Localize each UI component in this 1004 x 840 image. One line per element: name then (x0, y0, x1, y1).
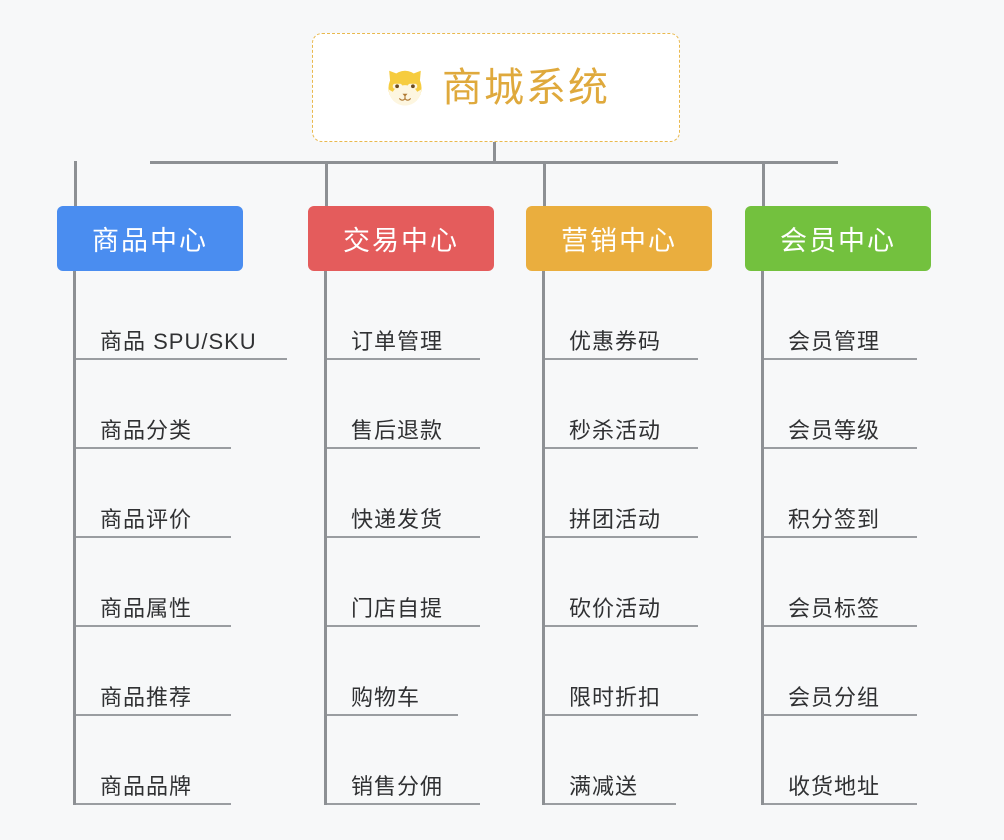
leaf-item[interactable]: 快递发货 (327, 449, 480, 538)
leaf-item-label: 商品分类 (100, 417, 193, 443)
leaf-item-label: 会员管理 (788, 328, 881, 354)
branch-drop-connector (74, 161, 77, 206)
leaf-item[interactable]: 商品属性 (76, 538, 231, 627)
leaf-item-label: 商品评价 (100, 506, 193, 532)
category-box[interactable]: 交易中心 (308, 206, 494, 271)
leaf-item-label: 拼团活动 (569, 506, 662, 532)
leaf-item-label: 优惠券码 (569, 328, 662, 354)
category-box[interactable]: 会员中心 (745, 206, 931, 271)
leaf-item[interactable]: 收货地址 (764, 716, 917, 805)
leaf-item[interactable]: 砍价活动 (545, 538, 698, 627)
leaf-item[interactable]: 拼团活动 (545, 449, 698, 538)
leaf-item[interactable]: 会员分组 (764, 627, 917, 716)
leaf-item[interactable]: 秒杀活动 (545, 360, 698, 449)
leaf-item[interactable]: 购物车 (327, 627, 458, 716)
trunk-vertical-connector (493, 142, 496, 164)
leaf-item[interactable]: 门店自提 (327, 538, 480, 627)
leaf-item-label: 满减送 (569, 773, 639, 799)
branch-column-4: 会员中心会员管理会员等级积分签到会员标签会员分组收货地址 (745, 206, 931, 805)
trunk-horizontal-connector (150, 161, 838, 164)
leaf-item-label: 会员标签 (788, 595, 881, 621)
leaf-item-label: 快递发货 (351, 506, 444, 532)
leaf-item[interactable]: 商品评价 (76, 449, 231, 538)
leaf-item-label: 购物车 (351, 684, 421, 710)
leaf-item-label: 销售分佣 (351, 773, 444, 799)
leaf-item-label: 限时折扣 (569, 684, 662, 710)
leaf-list: 优惠券码秒杀活动拼团活动砍价活动限时折扣满减送 (542, 271, 712, 805)
leaf-list: 会员管理会员等级积分签到会员标签会员分组收货地址 (761, 271, 931, 805)
leaf-list: 商品 SPU/SKU 商品分类商品评价商品属性商品推荐商品品牌 (73, 271, 287, 805)
branch-drop-connector (325, 161, 328, 206)
leaf-item[interactable]: 会员等级 (764, 360, 917, 449)
branch-drop-connector (543, 161, 546, 206)
branch-column-1: 商品中心商品 SPU/SKU 商品分类商品评价商品属性商品推荐商品品牌 (57, 206, 287, 805)
leaf-item-label: 售后退款 (351, 417, 444, 443)
leaf-item-label: 砍价活动 (569, 595, 662, 621)
leaf-item-label: 门店自提 (351, 595, 444, 621)
leaf-item[interactable]: 优惠券码 (545, 271, 698, 360)
shiba-dog-face-icon (388, 70, 422, 106)
leaf-item-label: 会员分组 (788, 684, 881, 710)
leaf-item[interactable]: 商品 SPU/SKU (76, 271, 287, 360)
leaf-item[interactable]: 限时折扣 (545, 627, 698, 716)
branch-drop-connector (762, 161, 765, 206)
root-title: 商城系统 (442, 65, 610, 110)
leaf-item[interactable]: 订单管理 (327, 271, 480, 360)
leaf-item[interactable]: 会员标签 (764, 538, 917, 627)
branch-column-3: 营销中心优惠券码秒杀活动拼团活动砍价活动限时折扣满减送 (526, 206, 712, 805)
root-node[interactable]: 商城系统 (312, 33, 680, 142)
leaf-item[interactable]: 商品推荐 (76, 627, 231, 716)
category-box[interactable]: 商品中心 (57, 206, 243, 271)
branch-column-2: 交易中心订单管理售后退款快递发货门店自提购物车销售分佣 (308, 206, 494, 805)
leaf-item[interactable]: 会员管理 (764, 271, 917, 360)
leaf-item-label: 商品品牌 (100, 773, 193, 799)
leaf-item-label: 会员等级 (788, 417, 881, 443)
leaf-item-label: 商品 SPU/SKU (100, 328, 257, 354)
leaf-list: 订单管理售后退款快递发货门店自提购物车销售分佣 (324, 271, 494, 805)
leaf-item[interactable]: 商品品牌 (76, 716, 231, 805)
leaf-item-label: 商品推荐 (100, 684, 193, 710)
leaf-item[interactable]: 满减送 (545, 716, 676, 805)
leaf-item[interactable]: 商品分类 (76, 360, 231, 449)
leaf-item-label: 订单管理 (351, 328, 444, 354)
leaf-item[interactable]: 积分签到 (764, 449, 917, 538)
leaf-item-label: 积分签到 (788, 506, 881, 532)
leaf-item-label: 收货地址 (788, 773, 881, 799)
leaf-item-label: 商品属性 (100, 595, 193, 621)
category-box[interactable]: 营销中心 (526, 206, 712, 271)
leaf-item[interactable]: 售后退款 (327, 360, 480, 449)
leaf-item-label: 秒杀活动 (569, 417, 662, 443)
leaf-item[interactable]: 销售分佣 (327, 716, 480, 805)
